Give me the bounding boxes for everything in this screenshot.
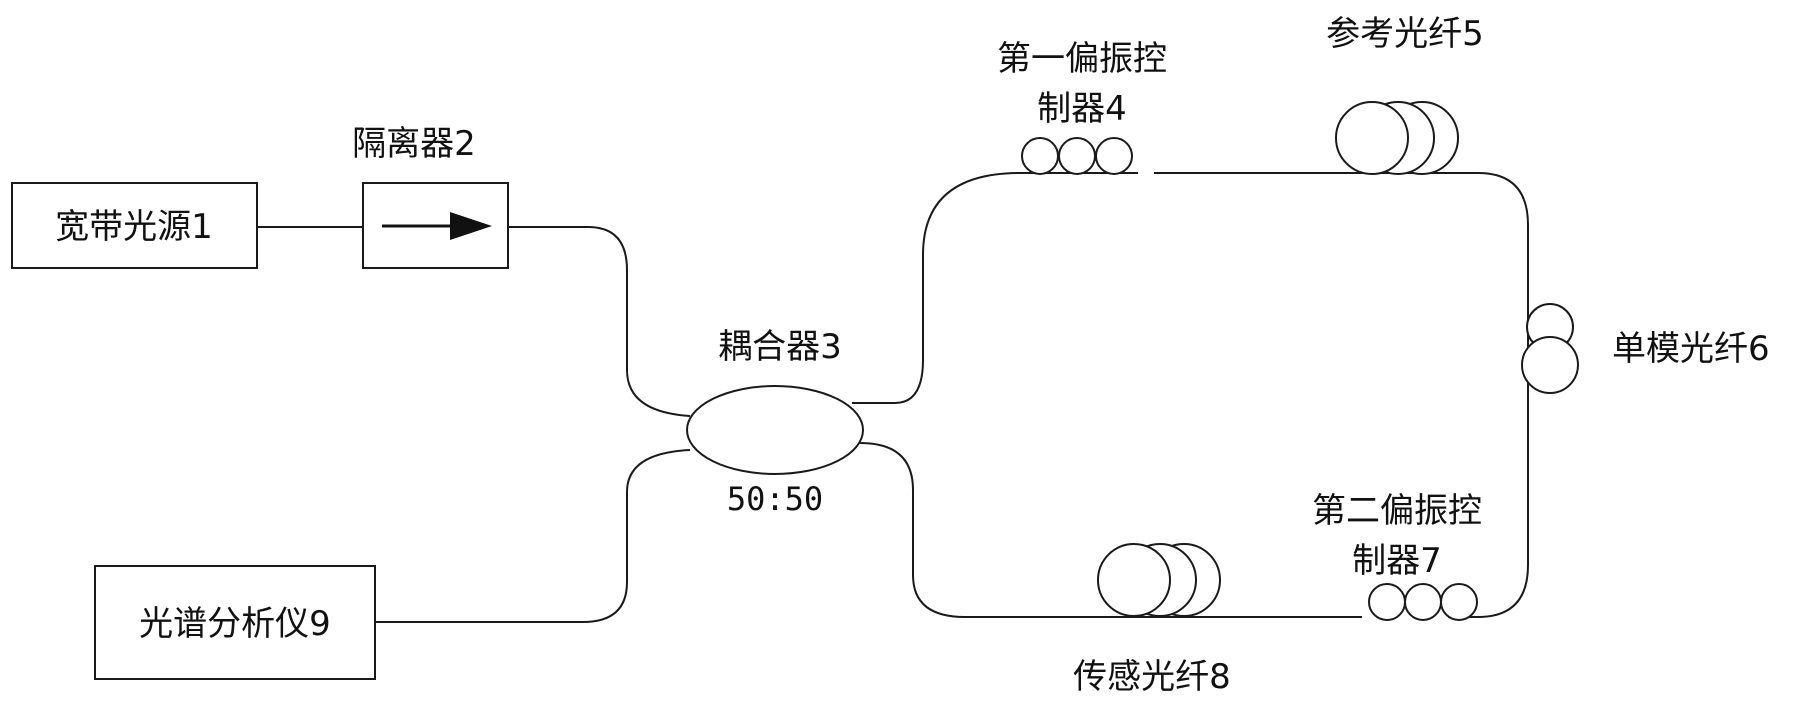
reference-fiber-coil-1: [1336, 102, 1408, 174]
sensing-fiber: 传感光纤8: [1073, 544, 1231, 697]
fiber-osa-coupler: [375, 450, 690, 622]
reference-fiber: 参考光纤5: [1326, 14, 1484, 174]
single-mode-fiber: 单模光纤6: [1522, 304, 1770, 393]
pc2-label-line2: 制器7: [1352, 541, 1442, 581]
osa-label: 光谱分析仪9: [139, 604, 331, 644]
isolator-label: 隔离器2: [352, 124, 476, 164]
pc2-label-line1: 第二偏振控: [1312, 491, 1482, 531]
fiber-coupler-upper: [852, 173, 1138, 403]
pc1-paddle-2: [1059, 138, 1095, 174]
coupler: 耦合器3 50:50: [687, 327, 863, 518]
polarization-controller-2: 第二偏振控 制器7: [1312, 491, 1482, 620]
sensing-fiber-coil-1: [1098, 544, 1170, 616]
reference-fiber-label: 参考光纤5: [1326, 14, 1484, 54]
pc1-paddle-3: [1096, 138, 1132, 174]
fiber-reference-loop: [1154, 173, 1528, 617]
single-mode-fiber-coil-2: [1522, 337, 1578, 393]
fiber-isolator-coupler: [508, 227, 690, 416]
isolator: 隔离器2: [352, 124, 508, 268]
polarization-controller-1: 第一偏振控 制器4: [997, 39, 1167, 174]
pc1-paddle-1: [1022, 138, 1058, 174]
pc1-label-line1: 第一偏振控: [997, 39, 1167, 79]
broadband-source: 宽带光源1: [12, 183, 257, 268]
broadband-source-label: 宽带光源1: [55, 207, 213, 247]
pc2-paddle-3: [1441, 584, 1477, 620]
optical-spectrum-analyzer: 光谱分析仪9: [95, 566, 375, 679]
sensing-fiber-label: 传感光纤8: [1073, 657, 1231, 697]
pc2-paddle-2: [1405, 584, 1441, 620]
pc2-paddle-1: [1369, 584, 1405, 620]
coupler-ellipse: [687, 386, 863, 474]
pc1-label-line2: 制器4: [1037, 89, 1127, 129]
single-mode-fiber-label: 单模光纤6: [1612, 329, 1770, 369]
coupler-label: 耦合器3: [718, 327, 842, 367]
coupler-ratio-label: 50:50: [727, 480, 823, 518]
